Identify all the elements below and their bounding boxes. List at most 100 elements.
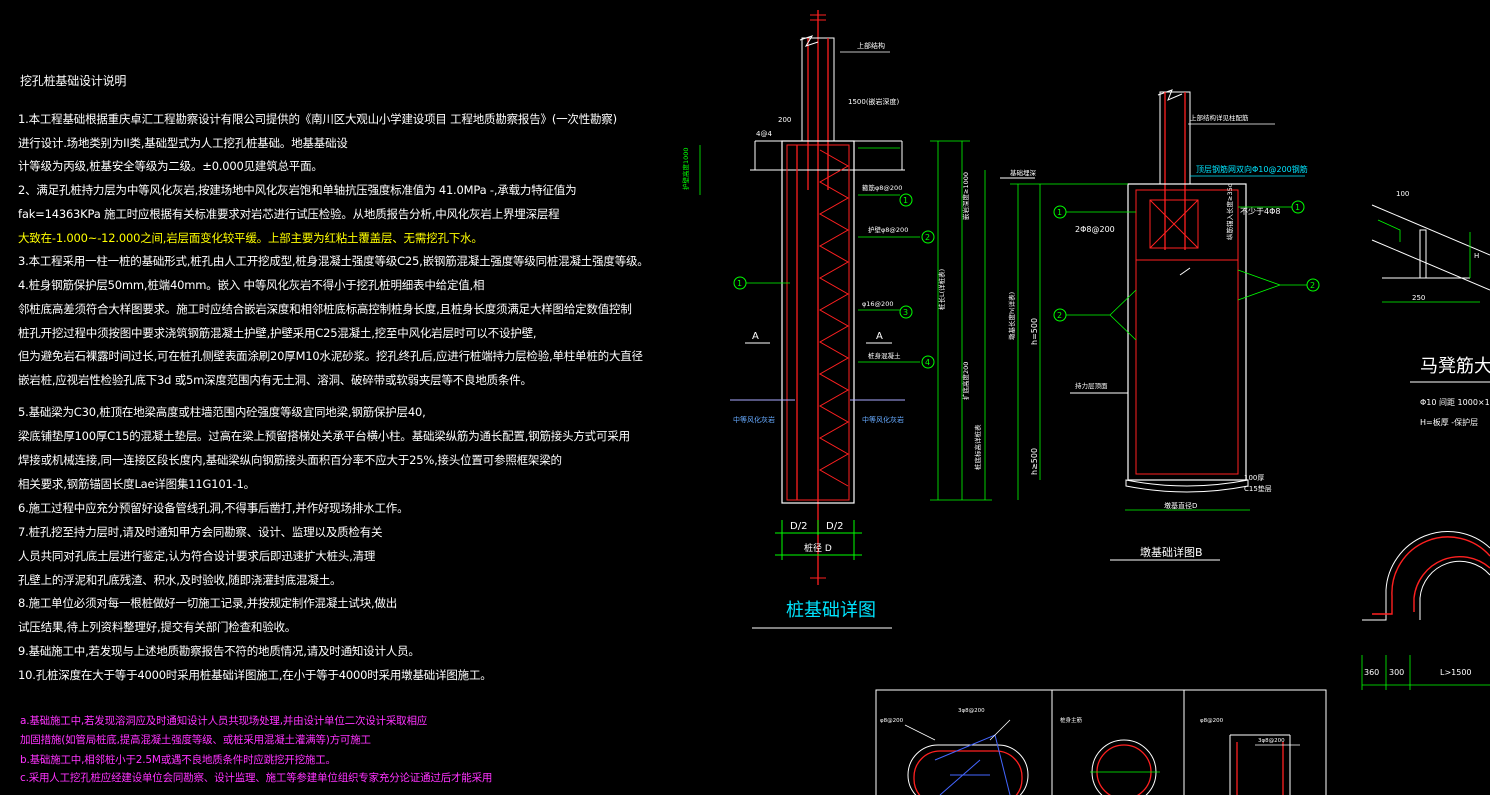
pier-100: 100厚 [1244,474,1264,482]
panel1-ann2: 3φ8@200 [958,708,985,714]
stool-slab-bottom [1371,239,1490,291]
callout-num-3: 3 [903,308,908,317]
pier-cage [1135,189,1239,475]
pier-v1: 墩基长度h(详表) [1007,292,1016,340]
callout-circle-3 [899,305,913,319]
pier-detail-b[interactable]: 墩基直径D 100厚 C15垫层 墩基础详图B 上部结构详见柱配筋 顶层钢筋网双… [1000,89,1320,561]
note-line: 7.桩孔挖至持力层时,请及时通知甲方会同勘察、设计、监理以及质检有关 [18,525,383,539]
ring-rebar [913,750,1023,795]
note-extra-line: 加固措施(如管局桩底,提高混凝土强度等级、或桩采用混凝土灌满等)方可施工 [20,734,371,746]
note-line: 5.基础梁为C30,桩顶在地梁高度或柱墙范围内砼强度等级宜同地梁,钢筋保护层40… [18,405,426,419]
rock-label-left: 中等风化灰岩 [733,415,775,424]
stool-line2: H=板厚 -保护层 [1420,417,1478,427]
stool-300: 300 [1389,668,1404,677]
callout-circle-4 [921,355,935,369]
note-line: 4.桩身钢筋保护层50mm,桩端40mm。嵌入 中等风化灰岩不得小于挖孔桩明细表… [18,278,485,292]
pier-title: 墩基础详图B [1140,545,1203,559]
callout-num-1: 1 [903,196,908,205]
ann-1500: 1500(嵌岩深度) [848,97,900,106]
pier-bedding [1125,479,1249,493]
note-line: 10.孔桩深度在大于等于4000时采用桩基础详图施工,在小于等于4000时采用墩… [18,668,492,682]
pier-dim: 墩基直径D [1164,501,1197,510]
panel1-ann: φ8@200 [880,718,904,724]
arch-rebar-inner [1413,555,1490,612]
panel3-ann: 3φ8@200 [1258,738,1285,744]
spiral-stirrup [818,149,850,487]
pile-body [781,140,855,504]
stool-detail[interactable]: 100 250 H 马凳筋大样 Φ10 间距 1000×1000 H=板厚 -保… [1361,190,1490,690]
arch-inner [1419,560,1490,620]
note-line: 孔壁上的浮泥和孔底残渣、积水,及时验收,随即浇灌封底混凝土。 [18,573,342,587]
note-line: 梁底铺垫厚100厚C15的混凝土垫层。过高在梁上预留搭梯处关承平台横小柱。基础梁… [18,429,630,443]
stool-100: 100 [1396,190,1409,198]
ann-concrete: 桩身混凝土 [868,351,901,360]
note-line: 9.基础施工中,若发现与上述地质勘察报告不符的地质情况,请及时通知设计人员。 [18,644,420,658]
pier-callout-1r-num: 1 [1295,203,1300,212]
ann-wall: 护壁φ8@200 [868,225,908,234]
pier-callout-1-num: 1 [1057,208,1062,217]
ann-main: φ16@200 [862,300,893,308]
v-label-2: 桩长L(详桩表) [937,269,946,310]
rock-label-right: 中等风化灰岩 [862,415,904,424]
pier-callout-2-num: 2 [1057,311,1062,320]
pier-mesh [1149,199,1199,249]
pile-rebar-cage [786,144,850,501]
note-line: 焊接或机械连接,同一连接区段长度内,基础梁纵向钢筋接头面积百分率不应大于25%,… [18,453,562,467]
note-line: 8.施工单位必须对每一根桩做好一切施工记录,并按规定制作混凝土试块,做出 [18,596,398,610]
leader [904,719,1011,741]
leader-fork [1109,289,1137,341]
arch-outer [1362,531,1490,621]
note-line: 但为避免岩石裸露时间过长,可在桩孔侧壁表面涂刷20厚M10水泥砂浆。挖孔终孔后,… [18,349,643,363]
note-extra-line: c.采用人工挖孔桩应经建设单位会同勘察、设计监理、施工等参建单位组织专家充分论证… [20,772,493,784]
callout-circle-2 [921,230,935,244]
pier-callout-2r-num: 2 [1310,281,1315,290]
section-mark-right: A [876,331,883,342]
dim-half-left: D/2 [790,521,807,532]
pier-ann-mesh: 顶层钢筋网双向Φ10@200钢筋 [1196,164,1308,174]
v-label-3: 嵌岩深度≥1000 [961,172,970,220]
note-line: 大致在-1.000~-12.000之间,岩层面变化较平缓。上部主要为红粘土覆盖层… [18,231,483,245]
ann-200: 200 [778,116,791,124]
note-extra-line: a.基础施工中,若发现溶洞应及时通知设计人员共现场处理,并由设计单位二次设计采取… [20,715,428,727]
callout-num-left: 1 [737,279,742,288]
break-mark [1179,267,1191,276]
stool-h: H [1474,252,1479,260]
note-line: 邻桩底高差须符合大样图要求。施工时应结合嵌岩深度和相邻桩底标高控制桩身长度,且桩… [18,302,632,316]
v-label-5: 桩底标高详桩表 [973,424,982,470]
note-line: 6.施工过程中应充分预留好设备管线孔洞,不得事后凿打,并作好现场排水工作。 [18,501,409,515]
stool-l: L>1500 [1440,668,1472,677]
note-line: 计等级为丙级,桩基安全等级为二级。±0.000见建筑总平面。 [18,159,323,173]
v-label-left: 护壁高度1000 [681,147,690,190]
v-label-4: 扩底高度200 [961,362,970,400]
ann-top: 上部结构 [857,41,885,50]
stool-line1: Φ10 间距 1000×1000 [1420,398,1490,407]
ann-stirrup: 箍筋φ8@200 [862,183,902,192]
pier-v4: 纵筋锚入长度≥35d [1225,183,1234,240]
pile-detail[interactable]: A A 中等风化灰岩 中等风化灰岩 D/2 D/2 桩径 D 桩基础详图 上部结… [681,10,992,629]
note-line: 人员共同对孔底土层进行鉴定,认为符合设计要求后即迅速扩大桩头,清理 [18,549,376,563]
pier-c15: C15垫层 [1244,484,1272,493]
pier-ann-stir: 2Φ8@200 [1075,225,1115,234]
ring-outer [907,744,1029,795]
dim-line [1377,219,1401,242]
panel-frame [875,689,1327,795]
bottom-details-panel[interactable]: φ8@200 3φ8@200 桩身主筋 3φ8@200 φ8@200 [875,689,1327,795]
notes-title: 挖孔桩基础设计说明 [20,74,127,88]
pier-rock: 持力层顶面 [1075,381,1108,390]
arch-rebar [1372,536,1490,615]
panel3-ann2: φ8@200 [1200,718,1224,724]
pier-ann-top: 上部结构详见柱配筋 [1190,113,1249,122]
panel2-ann: 桩身主筋 [1060,716,1083,724]
pier-ann-side: 不少于4Φ8 [1240,207,1280,216]
note-line: 桩孔开挖过程中须按图中要求浇筑钢筋混凝土护壁,护壁采用C25混凝土,挖至中风化岩… [18,326,537,340]
ann-4: 4@4 [756,130,772,138]
note-line: 嵌岩桩,应视岩性检验孔底下3d 或5m深度范围内有无土洞、溶洞、破碎带或软弱夹层… [18,373,532,387]
stool-250: 250 [1412,294,1425,302]
stool-title: 马凳筋大样 [1420,356,1490,377]
break-mark [799,35,819,47]
note-line: 2、满足孔桩持力层为中等风化灰岩,按建场地中风化灰岩饱和单轴抗压强度标准值为 4… [18,183,577,197]
pier-h2: h≥500 [1030,448,1039,475]
leader-fork [1237,269,1307,301]
